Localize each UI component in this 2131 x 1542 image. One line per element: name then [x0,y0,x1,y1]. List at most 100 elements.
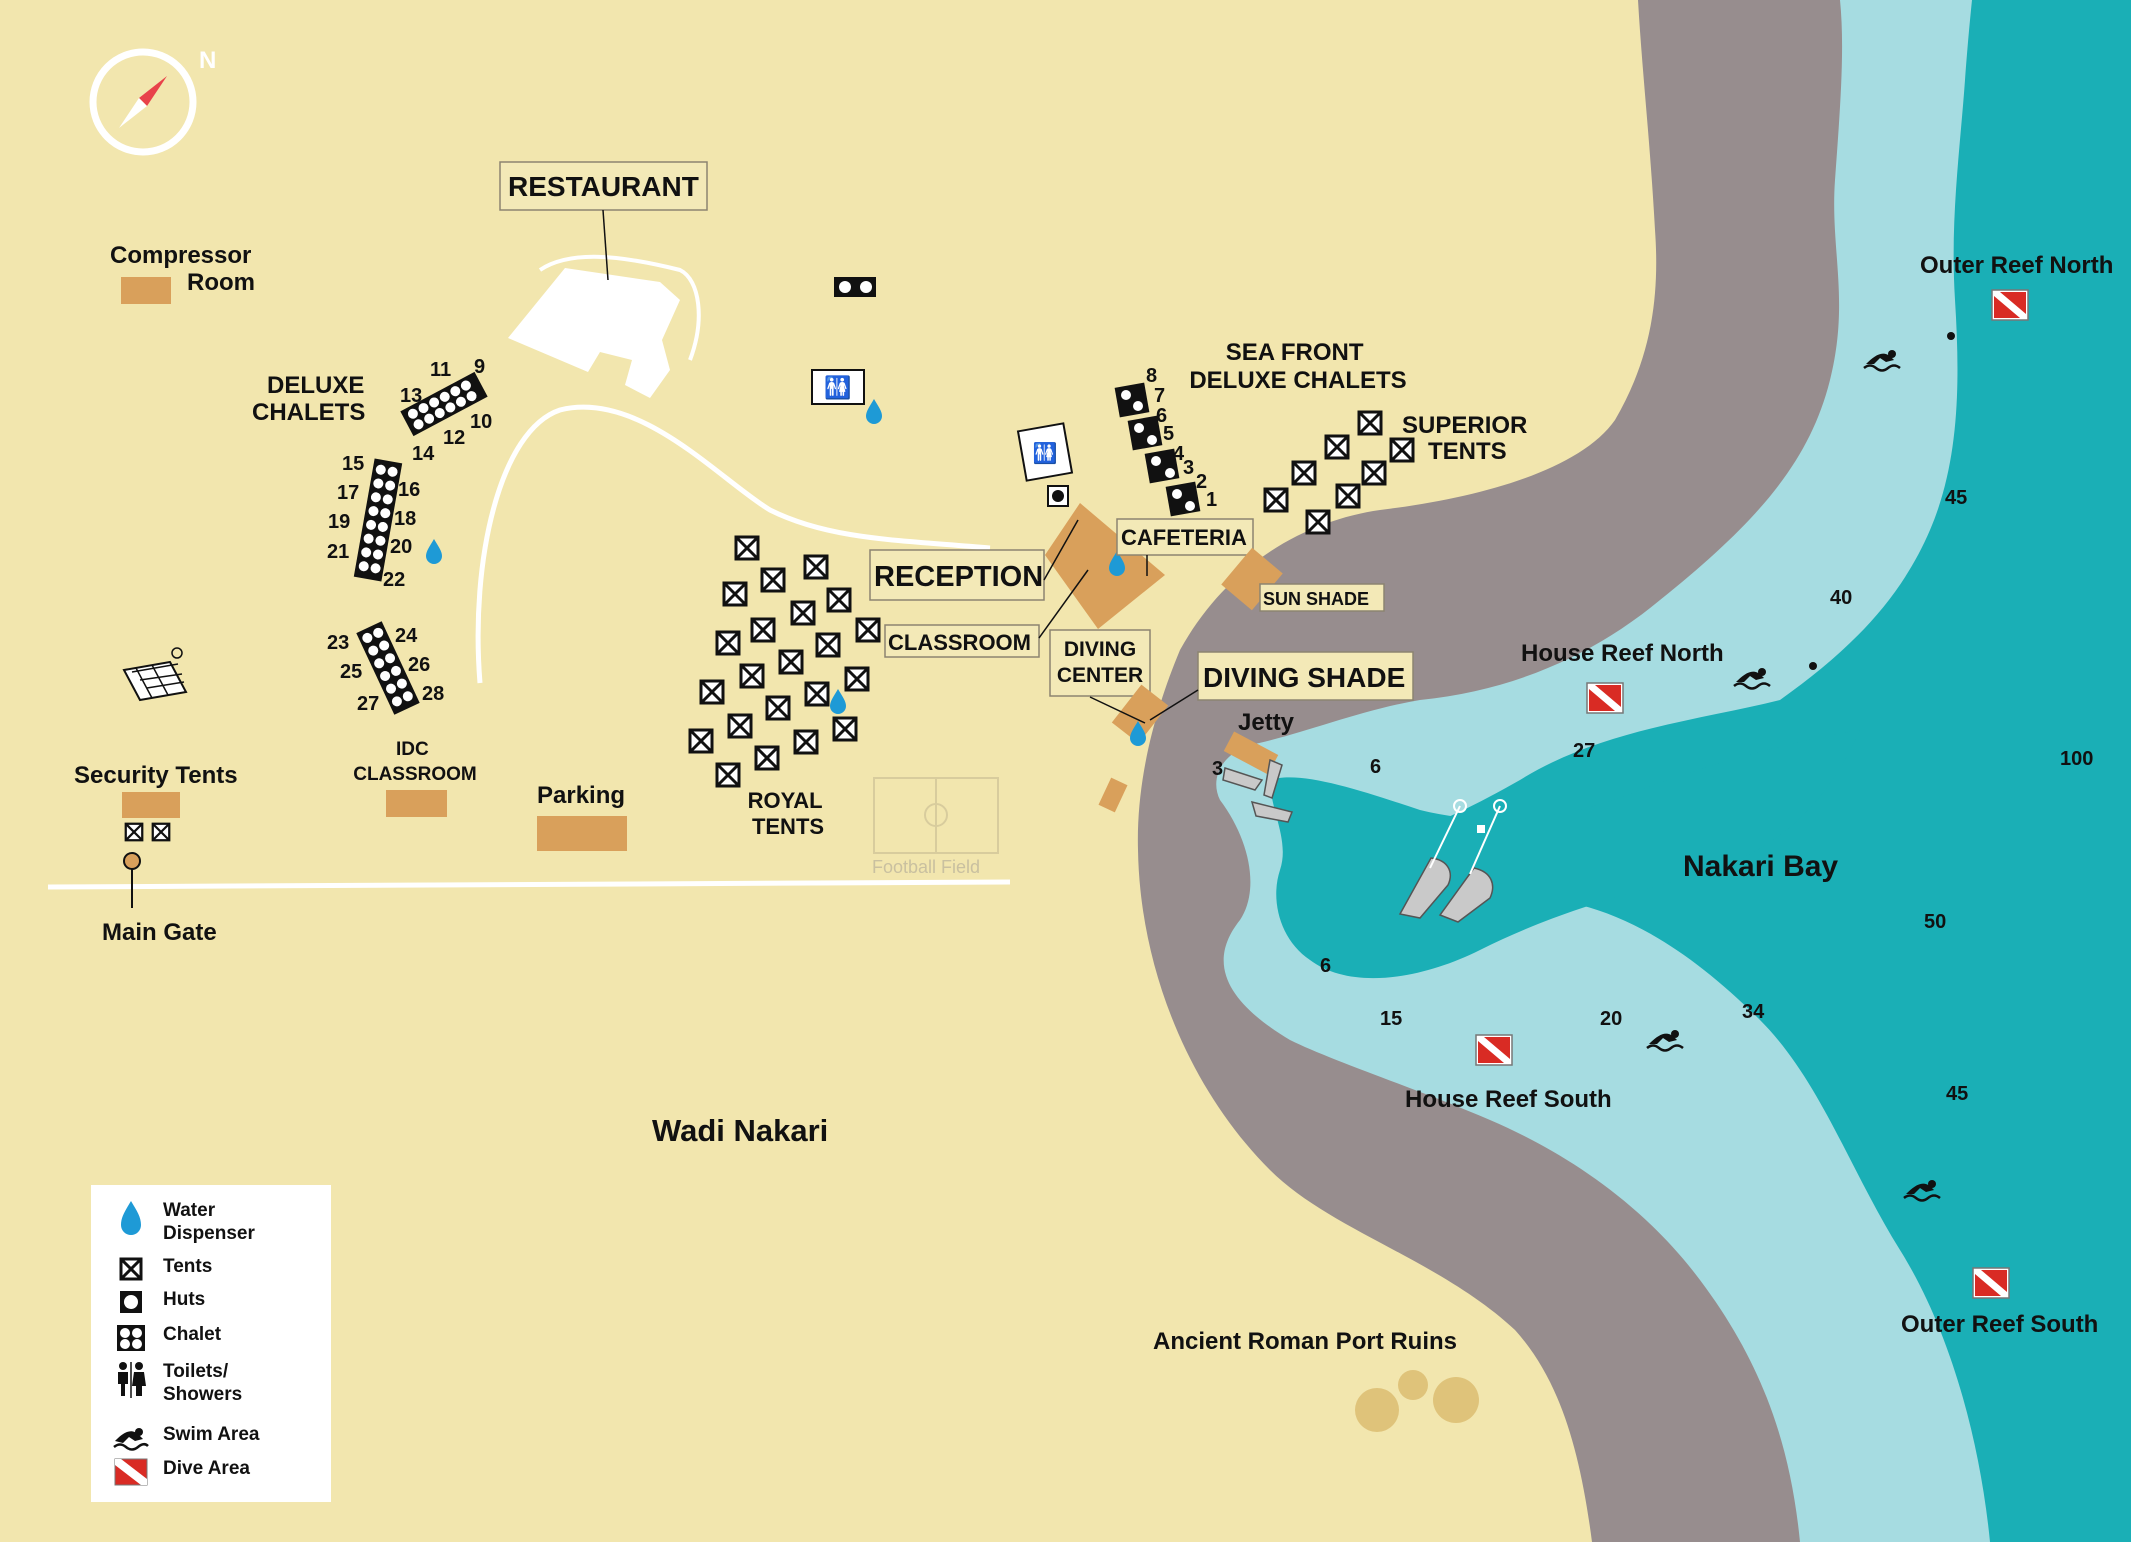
main-gate-marker[interactable] [123,852,141,908]
deluxe-chalets-label: DELUXE CHALETS [252,372,371,426]
svg-text:22: 22 [383,569,405,591]
legend-label: Toilets/ Showers [163,1361,243,1405]
svg-text:13: 13 [400,385,422,407]
superior-tents-label: SUPERIOR TENTS [1402,412,1534,465]
classroom-label: CLASSROOM [884,624,1040,658]
svg-text:🚻: 🚻 [824,375,851,400]
svg-text:15: 15 [1380,1008,1402,1030]
toilets-icon-north: 🚻 [811,369,865,405]
dive-flag-icon [114,1458,148,1486]
legend-label: Tents [163,1256,213,1277]
svg-text:6: 6 [1370,756,1381,778]
svg-text:CAFETERIA: CAFETERIA [1121,525,1247,550]
svg-text:19: 19 [328,511,350,533]
svg-text:SUN SHADE: SUN SHADE [1263,589,1369,609]
hut-icon [120,1291,142,1313]
svg-text:28: 28 [422,683,444,705]
svg-text:24: 24 [395,625,418,647]
cafeteria-label: CAFETERIA [1116,518,1254,556]
legend-toilets: Toilets/ Showers [91,1360,331,1408]
chalet-row-9-14 [400,371,488,437]
svg-text:15: 15 [342,453,364,475]
nakari-bay-label: Nakari Bay [1683,850,1838,883]
inner-road [475,404,991,684]
svg-text:🚻: 🚻 [1033,441,1058,465]
svg-text:3: 3 [1183,457,1194,479]
legend-label: Swim Area [163,1424,260,1445]
svg-text:CLASSROOM: CLASSROOM [888,630,1031,655]
svg-text:23: 23 [327,632,349,654]
dive-flag-icon[interactable] [1586,682,1624,714]
legend-water-dispenser: Water Dispenser [91,1199,331,1247]
chalet-numbers-west: 9 11 13 10 12 14 15 16 17 18 19 20 21 22… [327,356,492,715]
solar-panel-icon [122,647,188,702]
chalet-row-23-28 [356,621,420,715]
svg-text:6: 6 [1320,955,1331,977]
svg-text:25: 25 [340,661,362,683]
water-drop-icon [121,1201,141,1235]
parking-label: Parking [537,782,625,809]
house-reef-south-label: House Reef South [1405,1086,1612,1113]
parking-area [537,816,627,851]
legend-label: Huts [163,1289,206,1310]
svg-text:11: 11 [430,359,451,381]
svg-text:45: 45 [1945,487,1967,509]
compass-north-label: N [199,47,216,74]
chalet-numbers-east: 8 7 6 5 4 3 2 1 [1146,365,1217,511]
svg-text:2: 2 [1196,471,1207,493]
security-tent-2 [151,822,171,842]
dive-flag-icon[interactable] [1991,289,2029,321]
svg-text:CENTER: CENTER [1057,664,1143,687]
legend-tents: Tents [91,1255,331,1285]
svg-text:27: 27 [1573,740,1595,762]
svg-text:17: 17 [337,482,359,504]
reception-label: RECEPTION [869,549,1045,601]
ancient-roman-port-ruins-label: Ancient Roman Port Ruins [1153,1328,1457,1355]
dive-flag-icon[interactable] [1972,1267,2010,1299]
svg-text:20: 20 [1600,1008,1622,1030]
compressor-room-label: Compressor Room [110,242,258,296]
legend-swim-area: Swim Area [91,1423,331,1453]
svg-text:50: 50 [1924,911,1946,933]
legend-label: Water Dispenser [163,1200,255,1244]
svg-text:12: 12 [443,427,465,449]
legend-chalet: Chalet [91,1323,331,1353]
svg-text:RESTAURANT: RESTAURANT [508,171,699,202]
compressor-room-building [121,277,171,304]
road [47,879,1011,890]
svg-text:20: 20 [390,536,412,558]
chalet-row-15-22 [353,458,403,582]
sea-front-deluxe-chalets-label: SEA FRONT DELUXE CHALETS [1189,339,1406,394]
main-gate-label: Main Gate [102,919,217,946]
svg-text:14: 14 [412,443,435,465]
legend-label: Dive Area [163,1458,250,1479]
sun-shade-label: SUN SHADE [1259,583,1385,612]
chalet-icon [117,1325,145,1351]
diving-center-building [1111,684,1169,744]
svg-text:8: 8 [1146,365,1157,387]
svg-text:100: 100 [2060,748,2093,770]
svg-text:6: 6 [1156,405,1167,427]
diving-shade-label: DIVING SHADE [1197,651,1414,701]
idc-classroom-label: IDC CLASSROOM [353,739,477,785]
huts-pair [834,277,876,297]
dive-flag-icon[interactable] [1475,1034,1513,1066]
svg-text:3: 3 [1212,758,1223,780]
toilets-icon [118,1362,146,1398]
svg-text:9: 9 [474,356,485,378]
jetty-structure [1223,731,1279,775]
svg-text:18: 18 [394,508,416,530]
swimmer-icon [113,1428,149,1451]
outer-reef-south-label: Outer Reef South [1901,1311,2098,1338]
compass: N [89,47,216,156]
depth-markers: 6 27 40 45 100 50 6 15 20 34 45 3 [1212,487,2093,1105]
svg-text:45: 45 [1946,1083,1968,1105]
svg-text:DIVING SHADE: DIVING SHADE [1203,662,1405,693]
legend-dive-area: Dive Area [91,1457,331,1487]
svg-text:4: 4 [1173,443,1185,465]
svg-text:27: 27 [357,693,379,715]
football-field-label: Football Field [872,857,980,877]
svg-text:21: 21 [327,541,349,563]
security-tent-1 [124,822,144,842]
football-field [873,777,999,854]
